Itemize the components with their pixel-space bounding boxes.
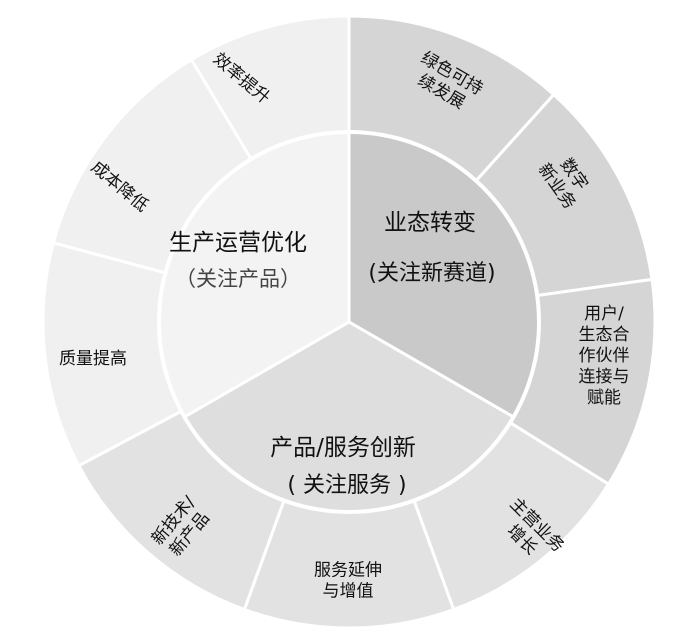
biz-subtitle: (关注新赛道): [368, 261, 495, 286]
outer-label-line: 质量提高: [59, 349, 127, 369]
outer-label-line: 作伙伴: [579, 346, 630, 366]
outer-label-line: 赋能: [587, 388, 621, 408]
outer-label-line: 连接与: [579, 367, 630, 387]
prod-subtitle: ( 关注服务 ): [287, 473, 406, 498]
outer-label-extension: 服务延伸与增值: [314, 561, 382, 602]
outer-label-line: 与增值: [323, 582, 374, 602]
outer-label-ecosystem: 用户/生态合作伙伴连接与赋能: [579, 304, 630, 408]
outer-label-line: 服务延伸: [314, 561, 382, 581]
outer-label-quality: 质量提高: [59, 349, 127, 369]
ops-title: 生产运营优化: [169, 230, 307, 256]
ops-subtitle: （关注产品）: [175, 267, 301, 291]
outer-label-line: 用户/: [584, 304, 624, 324]
biz-title: 业态转变: [384, 210, 476, 236]
outer-label-line: 生态合: [579, 325, 630, 345]
prod-title: 产品/服务创新: [270, 435, 416, 461]
inner-ring-border: [157, 130, 541, 514]
